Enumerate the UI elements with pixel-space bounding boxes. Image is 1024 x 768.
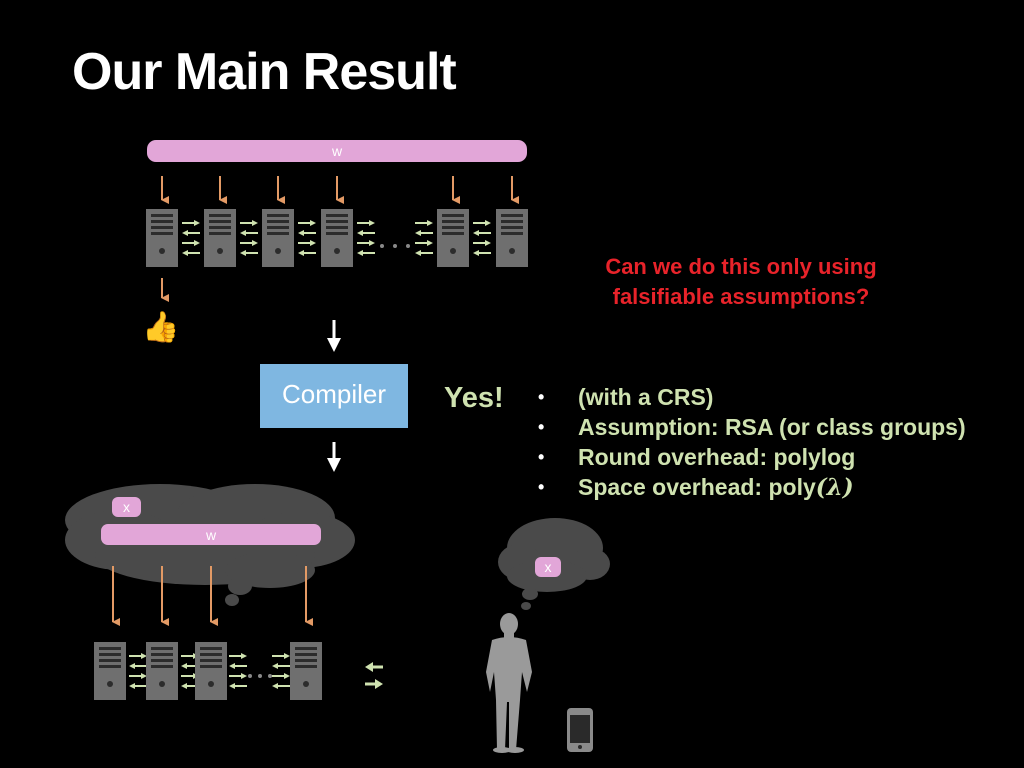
- server-icon: [146, 209, 178, 267]
- cloud-w-label: w: [205, 527, 217, 543]
- top-server-row: [146, 209, 528, 267]
- bullet-space-overhead: Space overhead: poly(λ): [538, 472, 966, 503]
- exchange-arrows-icon: [414, 219, 434, 257]
- server-icon: [146, 642, 178, 700]
- person-silhouette-icon: [486, 613, 532, 753]
- server-icon: [94, 642, 126, 700]
- question-text: Can we do this only using falsifiable as…: [560, 252, 922, 312]
- bullet-text: Assumption: RSA (or class groups): [578, 414, 966, 440]
- top-input-arrows: [161, 176, 519, 204]
- exchange-arrows-icon: [271, 652, 291, 690]
- top-witness-bar: [147, 140, 527, 162]
- bullet-round-overhead: Round overhead: polylog: [538, 442, 966, 472]
- top-witness-label: w: [331, 143, 343, 159]
- bullet-crs: (with a CRS): [538, 382, 966, 412]
- exchange-arrows-icon: [472, 219, 492, 257]
- exchange-arrows-icon: [181, 219, 201, 257]
- exchange-arrows-icon: [239, 219, 259, 257]
- exchange-arrows-icon: [356, 219, 376, 257]
- server-icon: [195, 642, 227, 700]
- bullet-text: (with a CRS): [578, 384, 714, 410]
- compile-arrow-out: [327, 442, 341, 472]
- bullet-text: Space overhead: poly: [578, 474, 816, 500]
- user-exchange-arrows-icon: [365, 662, 383, 689]
- result-bullet-list: (with a CRS) Assumption: RSA (or class g…: [538, 382, 966, 503]
- exchange-arrows-icon: [297, 219, 317, 257]
- server-icon: [321, 209, 353, 267]
- ellipsis-icon: [248, 674, 272, 678]
- bullet-assumption: Assumption: RSA (or class groups): [538, 412, 966, 442]
- bottom-input-arrows: [112, 566, 313, 626]
- phone-icon: [567, 708, 593, 752]
- server-icon: [204, 209, 236, 267]
- question-line-2: falsifiable assumptions?: [612, 284, 870, 309]
- bullet-text: Round overhead: polylog: [578, 444, 856, 470]
- compiler-box: Compiler: [260, 364, 408, 428]
- thumbs-up-icon: 👍: [142, 311, 180, 344]
- server-icon: [437, 209, 469, 267]
- ellipsis-icon: [380, 244, 410, 248]
- server-icon: [262, 209, 294, 267]
- exchange-arrows-icon: [228, 652, 248, 690]
- cloud-w-bar: [101, 524, 321, 545]
- cloud-x-label: x: [123, 499, 130, 515]
- question-line-1: Can we do this only using: [605, 254, 877, 279]
- exchange-arrows-icon: [128, 652, 148, 690]
- cloud-x-pill: [112, 497, 141, 517]
- yes-label: Yes!: [444, 382, 504, 414]
- bottom-server-row: [94, 642, 322, 700]
- compile-arrow-in: [327, 320, 341, 352]
- server-icon: [290, 642, 322, 700]
- lambda-suffix: (λ): [815, 474, 854, 501]
- bubble-x-label: x: [544, 559, 552, 575]
- slide-title: Our Main Result: [72, 43, 457, 101]
- bubble-x-pill: [535, 557, 561, 577]
- server-icon: [496, 209, 528, 267]
